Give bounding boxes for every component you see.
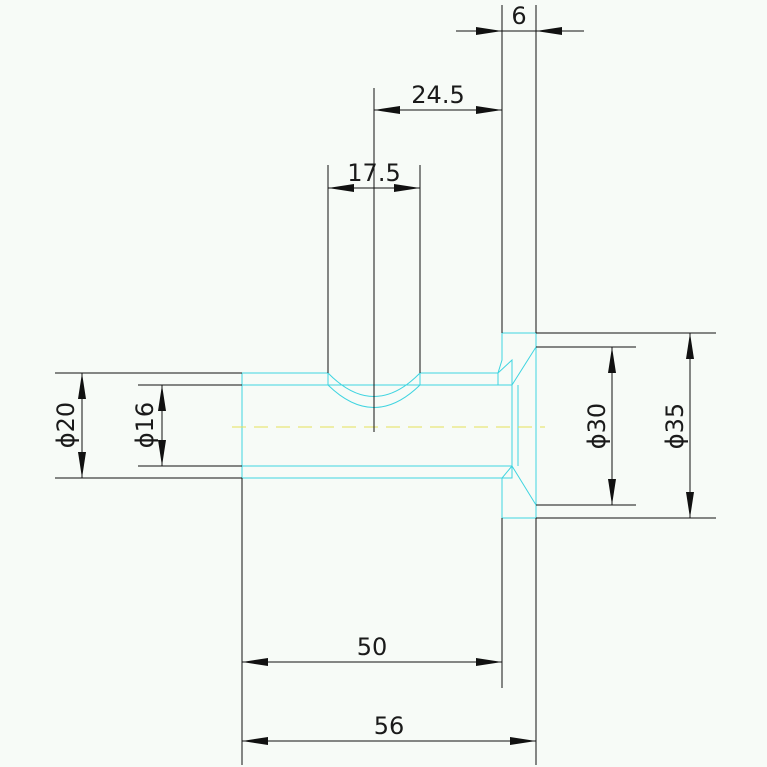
- dim-label-56: 56: [374, 712, 405, 740]
- dim-outer-dia-left: ϕ20: [52, 373, 86, 478]
- hatch-flange-bottom: [501, 465, 537, 519]
- dim-branch-width: 17.5: [328, 159, 420, 192]
- dim-inner-dia-right: ϕ30: [583, 347, 616, 505]
- hatch-top-left-wall: [241, 372, 329, 386]
- dim-label-dia-16: ϕ16: [131, 402, 159, 448]
- hatch-top-right-wall: [419, 358, 513, 386]
- part-outline: [232, 332, 545, 519]
- dim-length-short: 50: [242, 633, 502, 666]
- dim-label-dia-30: ϕ30: [583, 403, 611, 449]
- dim-label-dia-35: ϕ35: [661, 403, 689, 449]
- dim-length-total: 56: [242, 712, 536, 745]
- dim-label-dia-20: ϕ20: [52, 402, 80, 448]
- dim-top-width: 6: [456, 2, 584, 35]
- hatch-bottom-wall: [241, 465, 513, 479]
- dim-label-50: 50: [357, 633, 388, 661]
- dim-label-6: 6: [511, 2, 526, 30]
- dim-outer-dia-right: ϕ35: [661, 333, 694, 518]
- dim-inner-dia-left: ϕ16: [131, 385, 166, 466]
- hatch-flange-top: [497, 332, 537, 386]
- dim-label-24-5: 24.5: [411, 81, 464, 109]
- dim-top-offset: 24.5: [374, 81, 502, 114]
- dim-label-17-5: 17.5: [347, 159, 400, 187]
- extension-lines: [55, 5, 716, 765]
